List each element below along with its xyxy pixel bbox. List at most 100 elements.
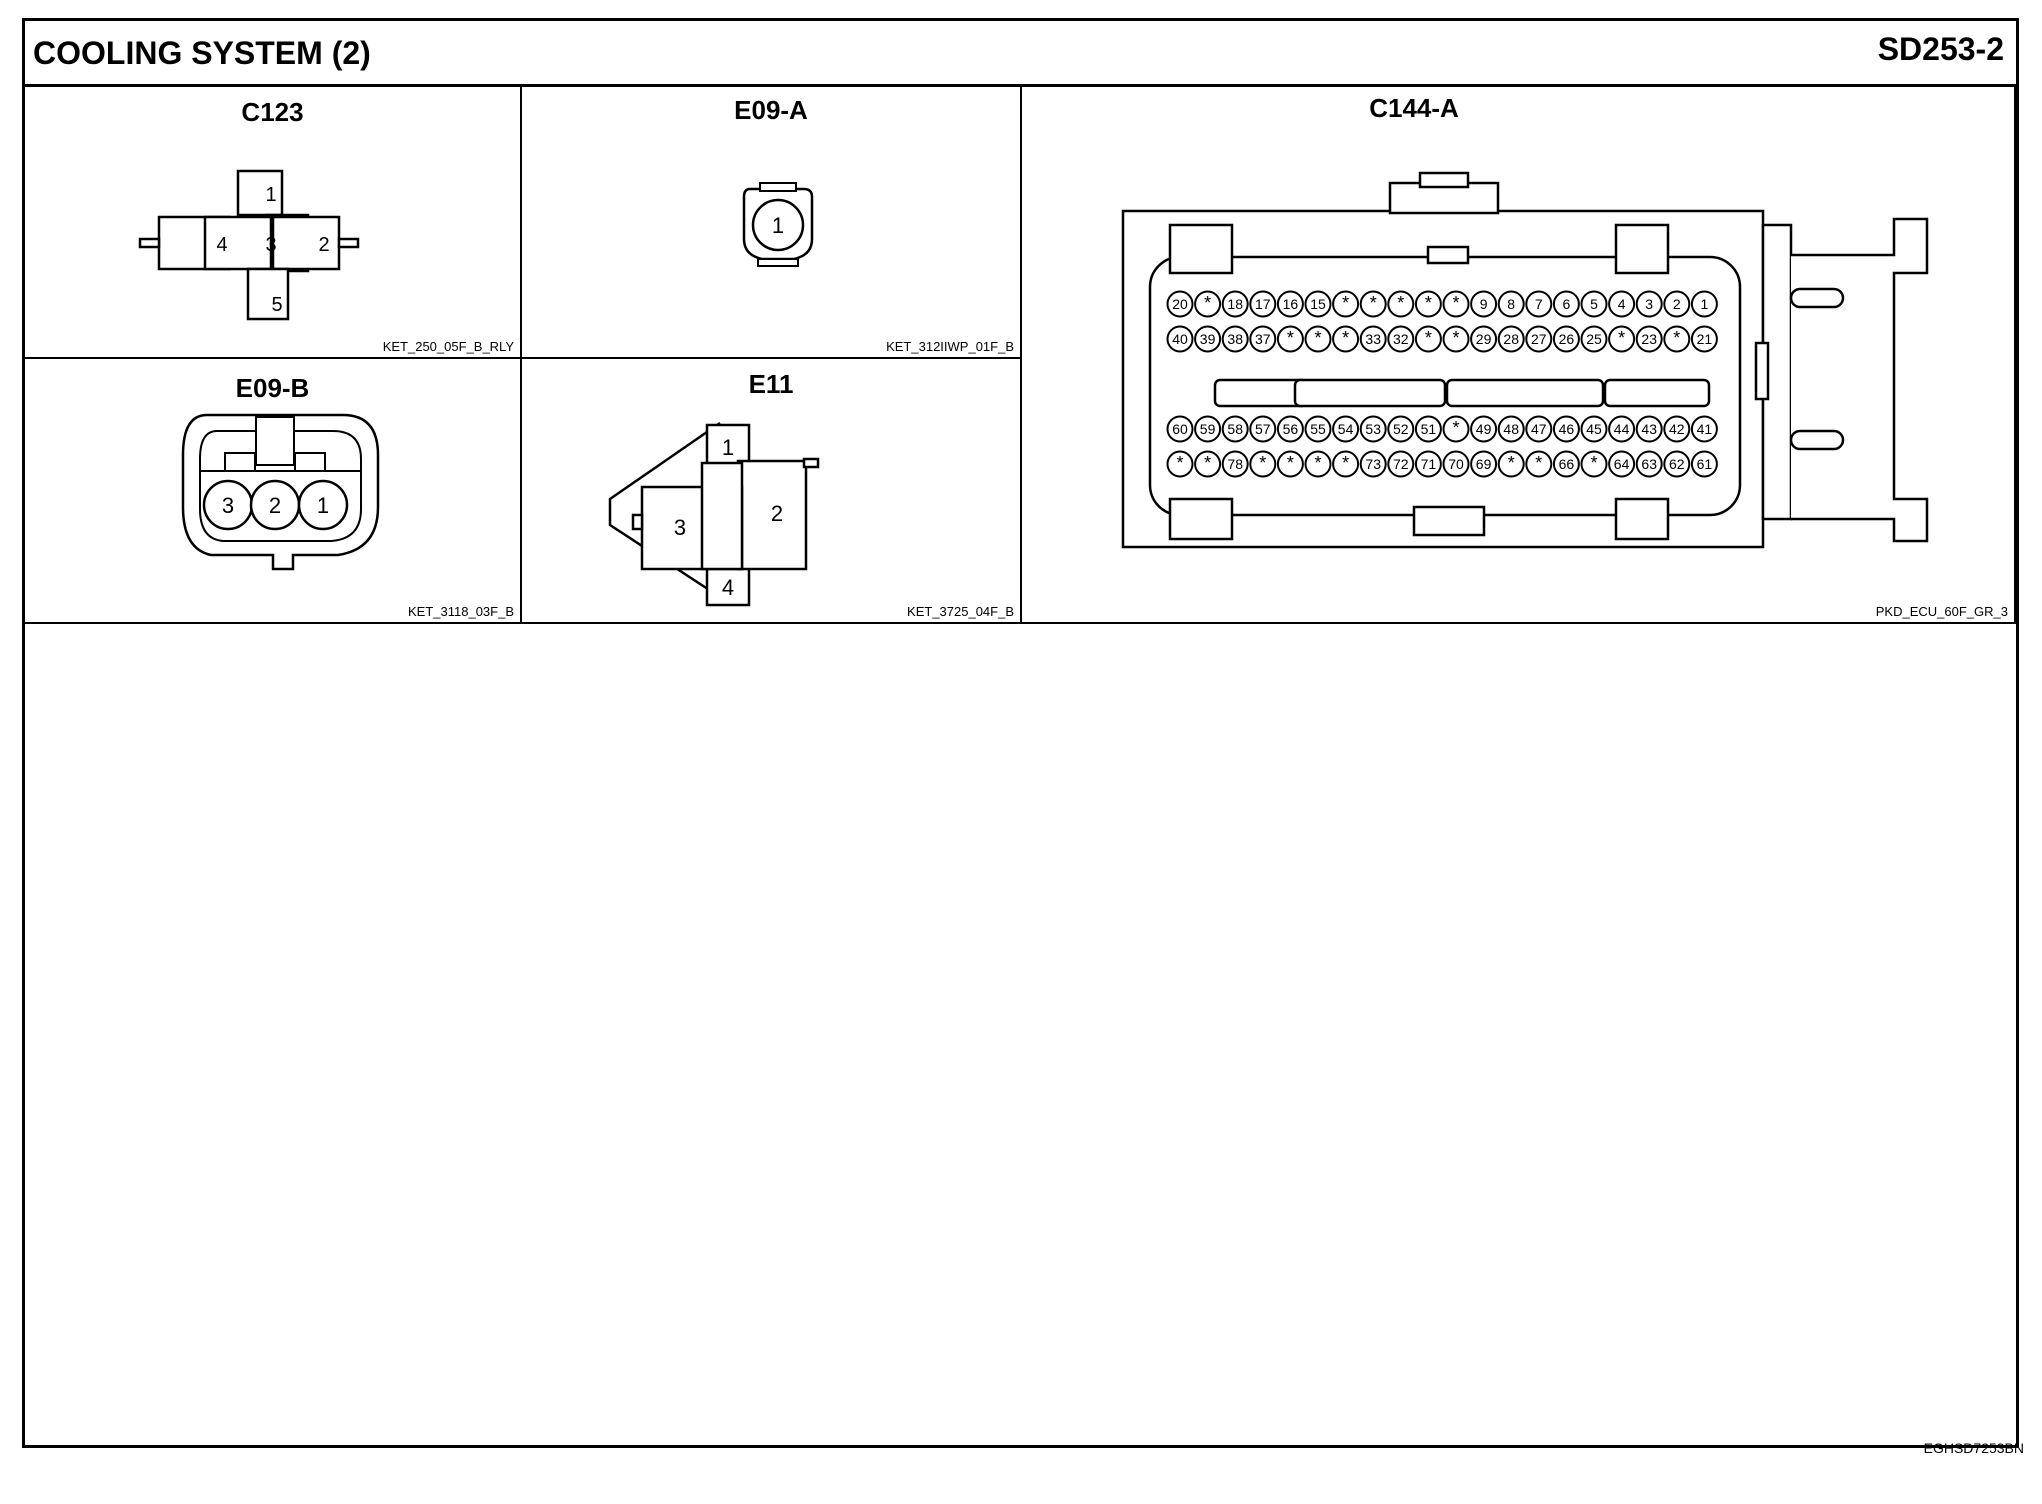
connector-panel-e11: E11 1 2 3 4 KET_3725_04F_B (522, 359, 1022, 624)
connector-drawing-e11: 1 2 3 4 (608, 421, 820, 607)
pin-circle (1497, 290, 1525, 318)
pin-label: 3 (265, 234, 276, 256)
pin-label: 60 (1172, 421, 1188, 437)
pin-circle (1414, 325, 1442, 353)
pin-label: 2 (269, 493, 281, 518)
pin-circle (1249, 325, 1277, 353)
pin-label: * (1590, 453, 1597, 473)
pin-circle (1304, 450, 1332, 478)
pin-circle (1635, 415, 1663, 443)
pin-label: * (1452, 418, 1459, 438)
connector-ref: KET_3725_04F_B (907, 604, 1014, 619)
pin-circle (1470, 450, 1498, 478)
pin-label: 25 (1586, 331, 1602, 347)
pin-circle (1414, 415, 1442, 443)
pin-circle (1552, 450, 1580, 478)
pin-label: 52 (1393, 421, 1409, 437)
pin-circle (1387, 415, 1415, 443)
pin-circle (1359, 415, 1387, 443)
connector-ref: KET_3118_03F_B (408, 604, 514, 619)
connector-ref: PKD_ECU_60F_GR_3 (1875, 604, 2008, 619)
pin-circle (1635, 325, 1663, 353)
pin-label: 8 (1507, 296, 1515, 312)
pin-label: 2 (1673, 296, 1681, 312)
pin-label: * (1259, 453, 1266, 473)
connector-name: C144-A (1369, 93, 1459, 123)
pin-circle (1525, 450, 1553, 478)
pin-label: 1 (722, 435, 734, 460)
pin-label: 6 (1563, 296, 1571, 312)
pin-label: * (1673, 328, 1680, 348)
pin-circle (1663, 290, 1691, 318)
pin-circle (1414, 290, 1442, 318)
pin-label: 3 (674, 515, 686, 540)
connector-ref: KET_312IIWP_01F_B (886, 339, 1014, 354)
connector-drawing-e09a: 1 (742, 182, 814, 267)
pin-circle (1442, 290, 1470, 318)
pin-label: 58 (1227, 421, 1243, 437)
pin-label: 40 (1172, 331, 1188, 347)
pin-circle (1470, 290, 1498, 318)
connector-drawing-c123: 1 2 3 4 5 (138, 169, 360, 321)
pin-label: * (1204, 453, 1211, 473)
pin-label: * (1508, 453, 1515, 473)
pin-label: 23 (1641, 331, 1657, 347)
empty-area (25, 624, 2016, 1444)
connector-ref: KET_250_05F_B_RLY (382, 339, 514, 354)
pin-label: 48 (1503, 421, 1519, 437)
pin-circle (1387, 450, 1415, 478)
pin-circle (1304, 325, 1332, 353)
pin-circle (1552, 325, 1580, 353)
pin-label: 9 (1480, 296, 1488, 312)
pin-circle (1166, 415, 1194, 443)
pin-circle (1608, 290, 1636, 318)
pin-label: 59 (1200, 421, 1216, 437)
pin-label: 49 (1476, 421, 1492, 437)
connector-panel-e09b: E09-B 3 2 1 KET_3118_03F_B (25, 359, 522, 624)
pin-circle (1166, 450, 1194, 478)
pin-circle (1304, 415, 1332, 443)
pin-label: 53 (1365, 421, 1381, 437)
pin-circle (1497, 450, 1525, 478)
pin-label: * (1342, 328, 1349, 348)
pin-circle (1663, 450, 1691, 478)
pin-label: 20 (1172, 296, 1188, 312)
pin-label: 70 (1448, 456, 1464, 472)
connector-drawing-e09b: 3 2 1 (181, 413, 380, 571)
pin-label: 37 (1255, 331, 1271, 347)
pin-label: * (1452, 328, 1459, 348)
pin-label: 21 (1697, 331, 1713, 347)
pin-circle (1690, 290, 1718, 318)
connector-panel-e09a: E09-A 1 KET_312IIWP_01F_B (522, 87, 1022, 359)
pin-label: * (1287, 453, 1294, 473)
pin-label: 33 (1365, 331, 1381, 347)
pin-circle (1194, 290, 1222, 318)
pin-label: 3 (1645, 296, 1653, 312)
pin-label: 27 (1531, 331, 1547, 347)
pin-label: 38 (1227, 331, 1243, 347)
pin-label: 66 (1559, 456, 1575, 472)
pin-label: * (1397, 293, 1404, 313)
pin-label: 62 (1669, 456, 1685, 472)
pin-circle (1690, 415, 1718, 443)
pin-circle (1663, 325, 1691, 353)
pin-label: 47 (1531, 421, 1547, 437)
connector-name: E09-B (235, 373, 310, 403)
pin-circle (1580, 325, 1608, 353)
pin-label: * (1342, 293, 1349, 313)
connector-name: C123 (241, 97, 304, 127)
pin-label: 1 (772, 213, 784, 238)
pin-label: * (1287, 328, 1294, 348)
pin-circle (1249, 290, 1277, 318)
pin-label: 46 (1559, 421, 1575, 437)
pin-circle (1194, 325, 1222, 353)
pin-label: * (1176, 453, 1183, 473)
pin-label: 4 (1618, 296, 1626, 312)
pin-label: 28 (1503, 331, 1519, 347)
pin-circle (1249, 415, 1277, 443)
pin-label: * (1452, 293, 1459, 313)
pin-label: 3 (222, 493, 234, 518)
pin-label: 4 (722, 575, 734, 600)
